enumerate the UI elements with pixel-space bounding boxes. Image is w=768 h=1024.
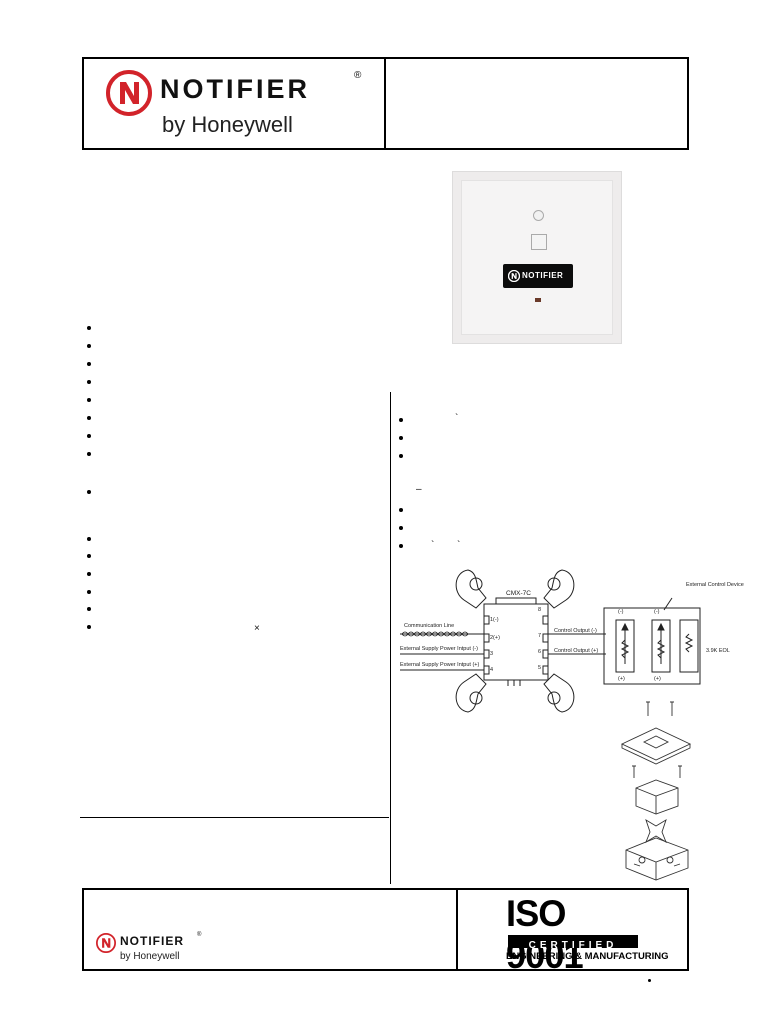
footer-brand: NOTIFIER — [120, 934, 184, 948]
feature-bullet — [87, 590, 91, 594]
feature-bullet — [87, 344, 91, 348]
feature-bullet — [87, 452, 91, 456]
feature-bullet — [87, 398, 91, 402]
iso-certified-bar: CERTIFIED — [508, 935, 638, 951]
footer-notifier-n-icon — [96, 933, 116, 953]
module-label: CMX-7C — [506, 590, 531, 597]
spec-bullet — [399, 508, 403, 512]
iso-certified-label: CERTIFIED — [528, 940, 618, 951]
terminal-label: 4 — [490, 667, 494, 673]
stray-tick: ` — [457, 540, 461, 551]
status-led — [535, 298, 541, 302]
page-dot — [648, 979, 651, 982]
stray-tick: ` — [455, 413, 459, 424]
terminal-label: 5 — [538, 665, 542, 671]
terminal-label: 3 — [490, 651, 494, 657]
feature-bullet — [87, 434, 91, 438]
footer-divider — [456, 889, 458, 970]
header-byline: by Honeywell — [162, 112, 293, 137]
left-section-rule — [80, 817, 389, 818]
spec-bullet — [399, 544, 403, 548]
iso-subtitle: ENGINEERING & MANUFACTURING — [506, 951, 669, 962]
spec-bullet — [399, 418, 403, 422]
column-divider — [390, 392, 391, 884]
header-divider — [384, 58, 386, 149]
mounting-illustration — [614, 700, 700, 882]
spec-bullet — [399, 526, 403, 530]
wiring-diagram-graphic — [400, 569, 701, 713]
spec-bullet — [399, 454, 403, 458]
footer-logo: NOTIFIER ® by Honeywell — [96, 930, 208, 966]
minus-sign-label: (-) — [654, 609, 660, 615]
feature-bullet — [87, 537, 91, 541]
photo-badge: NOTIFIER — [503, 264, 573, 288]
control-output-minus-label: Control Output (-) — [554, 628, 597, 634]
feature-bullet — [87, 625, 91, 629]
iso-certification-mark: ISO 9001 CERTIFIED ENGINEERING & MANUFAC… — [504, 893, 669, 976]
notifier-n-icon — [106, 70, 152, 116]
header-brand: NOTIFIER — [160, 74, 310, 104]
feature-bullet — [87, 380, 91, 384]
badge-n-icon — [508, 270, 520, 282]
terminal-label: 7 — [538, 633, 542, 639]
led-indicator — [533, 210, 544, 221]
header-registered: ® — [354, 70, 362, 81]
spec-bullet — [399, 436, 403, 440]
stray-tick: ` — [431, 540, 435, 551]
feature-bullet — [87, 326, 91, 330]
test-button — [531, 234, 547, 250]
feature-bullet — [87, 362, 91, 366]
eol-label: 3.9K EOL — [706, 648, 730, 654]
feature-bullet — [87, 572, 91, 576]
plus-sign-label: (+) — [654, 676, 661, 682]
photo-badge-text: NOTIFIER — [522, 271, 564, 280]
terminal-label: 8 — [538, 607, 542, 613]
photo-inner-plate — [461, 180, 613, 335]
control-output-plus-label: Control Output (+) — [554, 648, 599, 654]
communication-line-label: Communication Line — [404, 623, 455, 629]
terminal-label: 2(+) — [490, 635, 500, 641]
feature-bullet — [87, 554, 91, 558]
product-photo: NOTIFIER — [452, 171, 622, 344]
feature-bullet — [87, 490, 91, 494]
header-logo: NOTIFIER ® by Honeywell — [106, 64, 364, 144]
wiring-diagram: CMX-7C External Control Device Communica… — [396, 562, 768, 722]
ext-supply-plus-label: External Supply Power Intput (+) — [400, 662, 480, 668]
feature-bullet — [87, 607, 91, 611]
stray-dash: – — [416, 484, 422, 495]
footer-registered: ® — [197, 932, 202, 938]
terminal-label: 1(-) — [490, 617, 499, 623]
external-device-label: External Control Device — [686, 582, 744, 588]
exploded-assembly-graphic — [620, 701, 692, 881]
footer-byline: by Honeywell — [120, 951, 180, 962]
minus-sign-label: (-) — [618, 609, 624, 615]
footer-box — [82, 888, 689, 971]
terminal-label: 6 — [538, 649, 542, 655]
feature-bullet — [87, 416, 91, 420]
ext-supply-minus-label: External Supply Power Intput (-) — [400, 646, 478, 652]
stray-times-mark: × — [254, 623, 260, 634]
plus-sign-label: (+) — [618, 676, 625, 682]
